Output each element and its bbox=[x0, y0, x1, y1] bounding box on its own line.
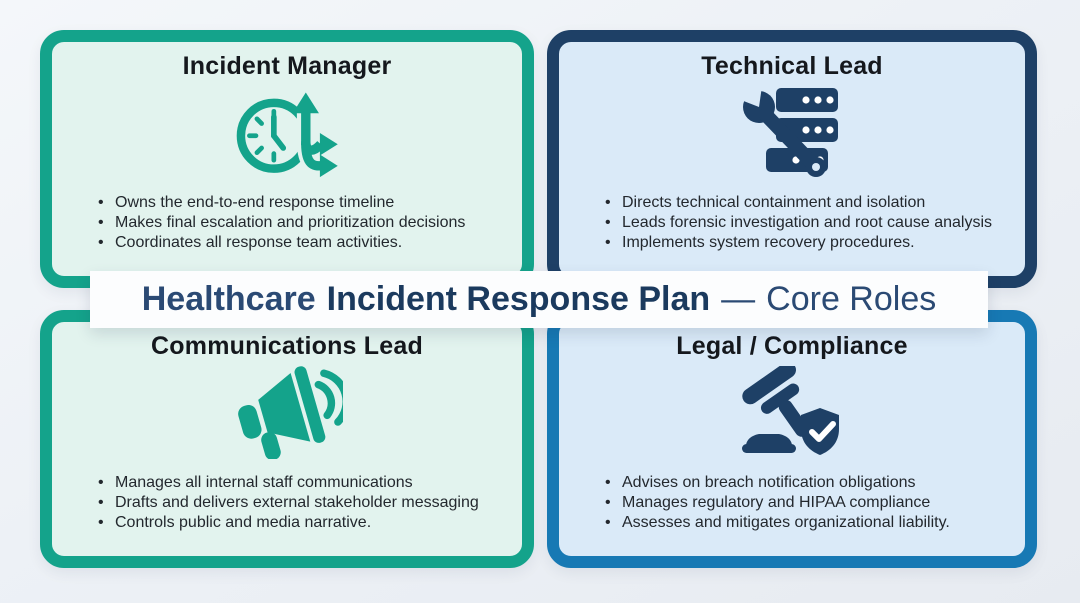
bullet-item: Directs technical containment and isolat… bbox=[605, 193, 1007, 213]
bullet-list: Manages all internal staff communication… bbox=[52, 473, 522, 533]
clock-escalation-icon-svg bbox=[236, 92, 338, 178]
bullet-item: Coordinates all response team activities… bbox=[98, 233, 504, 253]
banner-text-healthcare: Healthcare bbox=[141, 280, 316, 318]
quadrant-title: Technical Lead bbox=[701, 52, 883, 80]
bullet-item: Manages regulatory and HIPAA compliance bbox=[605, 493, 1007, 513]
quadrant-title: Incident Manager bbox=[182, 52, 392, 80]
bullet-item: Drafts and delivers external stakeholder… bbox=[98, 493, 504, 513]
banner-dash: — bbox=[721, 280, 756, 318]
bullet-list: Owns the end-to-end response timeline Ma… bbox=[52, 193, 522, 253]
bullet-item: Assesses and mitigates organizational li… bbox=[605, 513, 1007, 533]
quadrant-content: Incident Manager bbox=[52, 42, 522, 276]
banner-text-main: Incident Response Plan bbox=[326, 280, 711, 318]
banner-text-suffix: Core Roles bbox=[766, 280, 937, 318]
quadrant-communications-lead: Communications Lead bbox=[40, 310, 534, 568]
clock-escalation-icon bbox=[231, 83, 343, 181]
bullet-item: Makes final escalation and prioritizatio… bbox=[98, 213, 504, 233]
gavel-shield-icon bbox=[740, 363, 844, 461]
bullet-item: Leads forensic investigation and root ca… bbox=[605, 213, 1007, 233]
quadrant-incident-manager: Incident Manager bbox=[40, 30, 534, 288]
quadrant-technical-lead: Technical Lead bbox=[547, 30, 1037, 288]
bullet-item: Advises on breach notification obligatio… bbox=[605, 473, 1007, 493]
quadrant-legal-compliance: Legal / Compliance bbox=[547, 310, 1037, 568]
bullet-item: Owns the end-to-end response timeline bbox=[98, 193, 504, 213]
quadrant-content: Legal / Compliance bbox=[559, 322, 1025, 556]
gavel-shield-icon-svg bbox=[742, 366, 839, 455]
wrench-server-icon bbox=[740, 83, 844, 181]
bullet-item: Manages all internal staff communication… bbox=[98, 473, 504, 493]
bullet-item: Implements system recovery procedures. bbox=[605, 233, 1007, 253]
megaphone-icon bbox=[231, 363, 343, 461]
bullet-list: Directs technical containment and isolat… bbox=[559, 193, 1025, 253]
bullet-item: Controls public and media narrative. bbox=[98, 513, 504, 533]
quadrant-title: Legal / Compliance bbox=[676, 332, 908, 360]
quadrant-title: Communications Lead bbox=[151, 332, 423, 360]
megaphone-icon-svg bbox=[238, 366, 343, 459]
wrench-server-icon-svg bbox=[740, 84, 838, 177]
bullet-list: Advises on breach notification obligatio… bbox=[559, 473, 1025, 533]
quadrant-content: Technical Lead bbox=[559, 42, 1025, 276]
title-banner: Healthcare Incident Response Plan — Core… bbox=[90, 271, 988, 328]
quadrant-content: Communications Lead bbox=[52, 322, 522, 556]
